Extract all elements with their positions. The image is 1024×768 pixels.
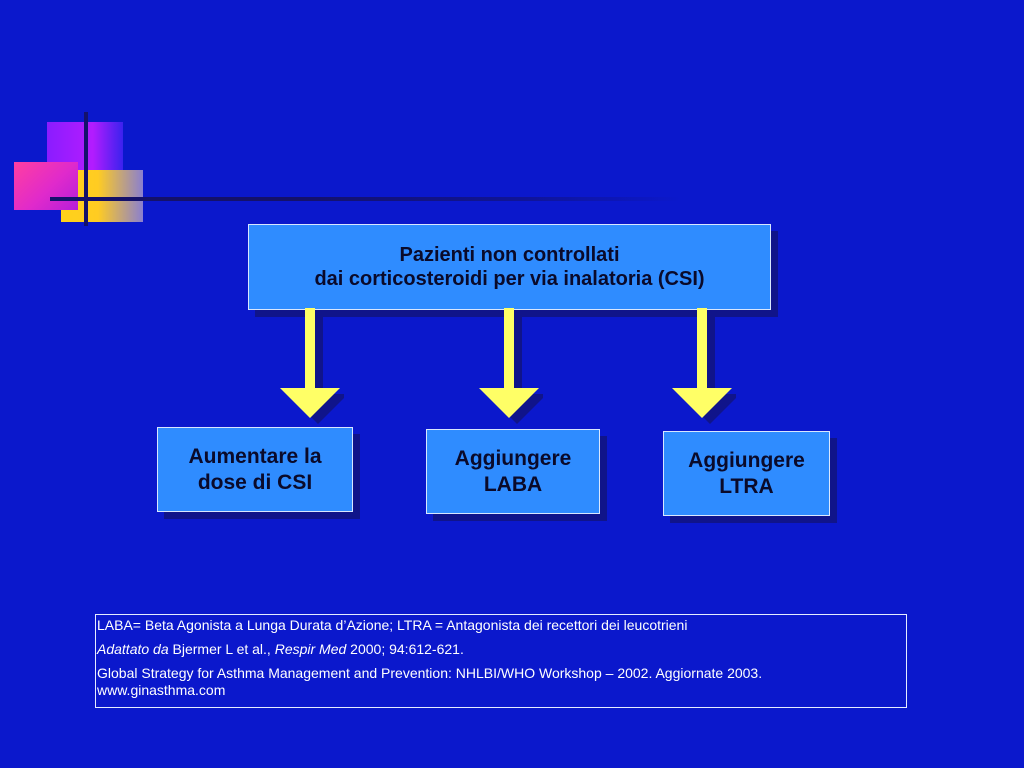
add-ltra-box: Aggiungere LTRA (663, 431, 830, 516)
citation-journal: Respir Med (274, 641, 347, 657)
decorative-vertical-line (84, 112, 88, 226)
option-line-1: Aggiungere (454, 447, 572, 471)
option-line-2: LABA (483, 472, 543, 496)
option-line-1: Aumentare la (188, 445, 322, 469)
references-box: LABA= Beta Agonista a Lunga Durata d’Azi… (95, 614, 907, 708)
citation-adapted-label: Adattato da (97, 641, 169, 657)
down-arrow-icon (670, 308, 736, 426)
guideline-reference: Global Strategy for Asthma Management an… (97, 665, 763, 681)
top-box-line-2: dai corticosteroidi per via inalatoria (… (314, 268, 705, 290)
add-laba-box: Aggiungere LABA (426, 429, 600, 514)
option-line-2: dose di CSI (197, 470, 313, 494)
website-link[interactable]: www.ginasthma.com (97, 682, 226, 698)
top-box-line-1: Pazienti non controllati (399, 244, 620, 266)
increase-csi-dose-box: Aumentare la dose di CSI (157, 427, 353, 512)
citation-details: 2000; 94:612-621. (346, 641, 464, 657)
decorative-horizontal-line (50, 197, 680, 201)
citation-authors: Bjermer L et al., (168, 641, 275, 657)
decorative-pink-square (14, 162, 78, 210)
option-line-1: Aggiungere (688, 449, 805, 473)
citation: Adattato da Bjermer L et al., Respir Med… (97, 641, 906, 658)
abbreviations-note: LABA= Beta Agonista a Lunga Durata d’Azi… (97, 617, 688, 633)
option-line-2: LTRA (719, 474, 774, 498)
down-arrow-icon (278, 308, 344, 426)
uncontrolled-patients-box: Pazienti non controllati dai corticoster… (248, 224, 771, 310)
down-arrow-icon (477, 308, 543, 426)
